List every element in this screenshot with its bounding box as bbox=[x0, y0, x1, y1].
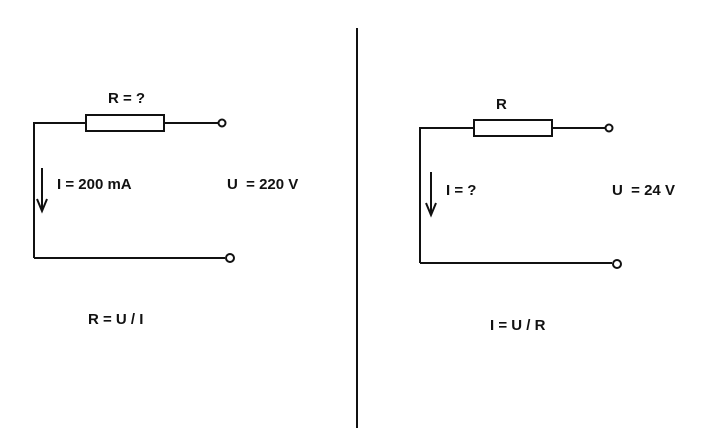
left-circuit bbox=[33, 114, 235, 263]
right-resistor bbox=[473, 119, 553, 137]
right-formula: I = U / R bbox=[490, 317, 546, 334]
left-top-wire bbox=[33, 122, 86, 258]
right-resistor-label: R bbox=[496, 96, 507, 113]
right-voltage-label: U = 24 V bbox=[612, 182, 675, 199]
left-bottom-terminal bbox=[225, 253, 235, 263]
right-circuit bbox=[419, 119, 622, 269]
right-top-wire bbox=[419, 127, 474, 263]
left-current-arrowhead bbox=[36, 198, 48, 214]
left-resistor-label: R = ? bbox=[108, 90, 146, 107]
left-formula: R = U / I bbox=[88, 311, 144, 328]
right-top-terminal bbox=[604, 123, 614, 133]
left-top-terminal bbox=[217, 118, 227, 128]
right-current-label: I = ? bbox=[446, 182, 477, 199]
left-resistor bbox=[85, 114, 165, 132]
right-current-arrowhead bbox=[425, 202, 437, 218]
right-bottom-terminal bbox=[612, 259, 622, 269]
left-current-label: I = 200 mA bbox=[57, 176, 132, 193]
left-voltage-label: U = 220 V bbox=[227, 176, 299, 193]
